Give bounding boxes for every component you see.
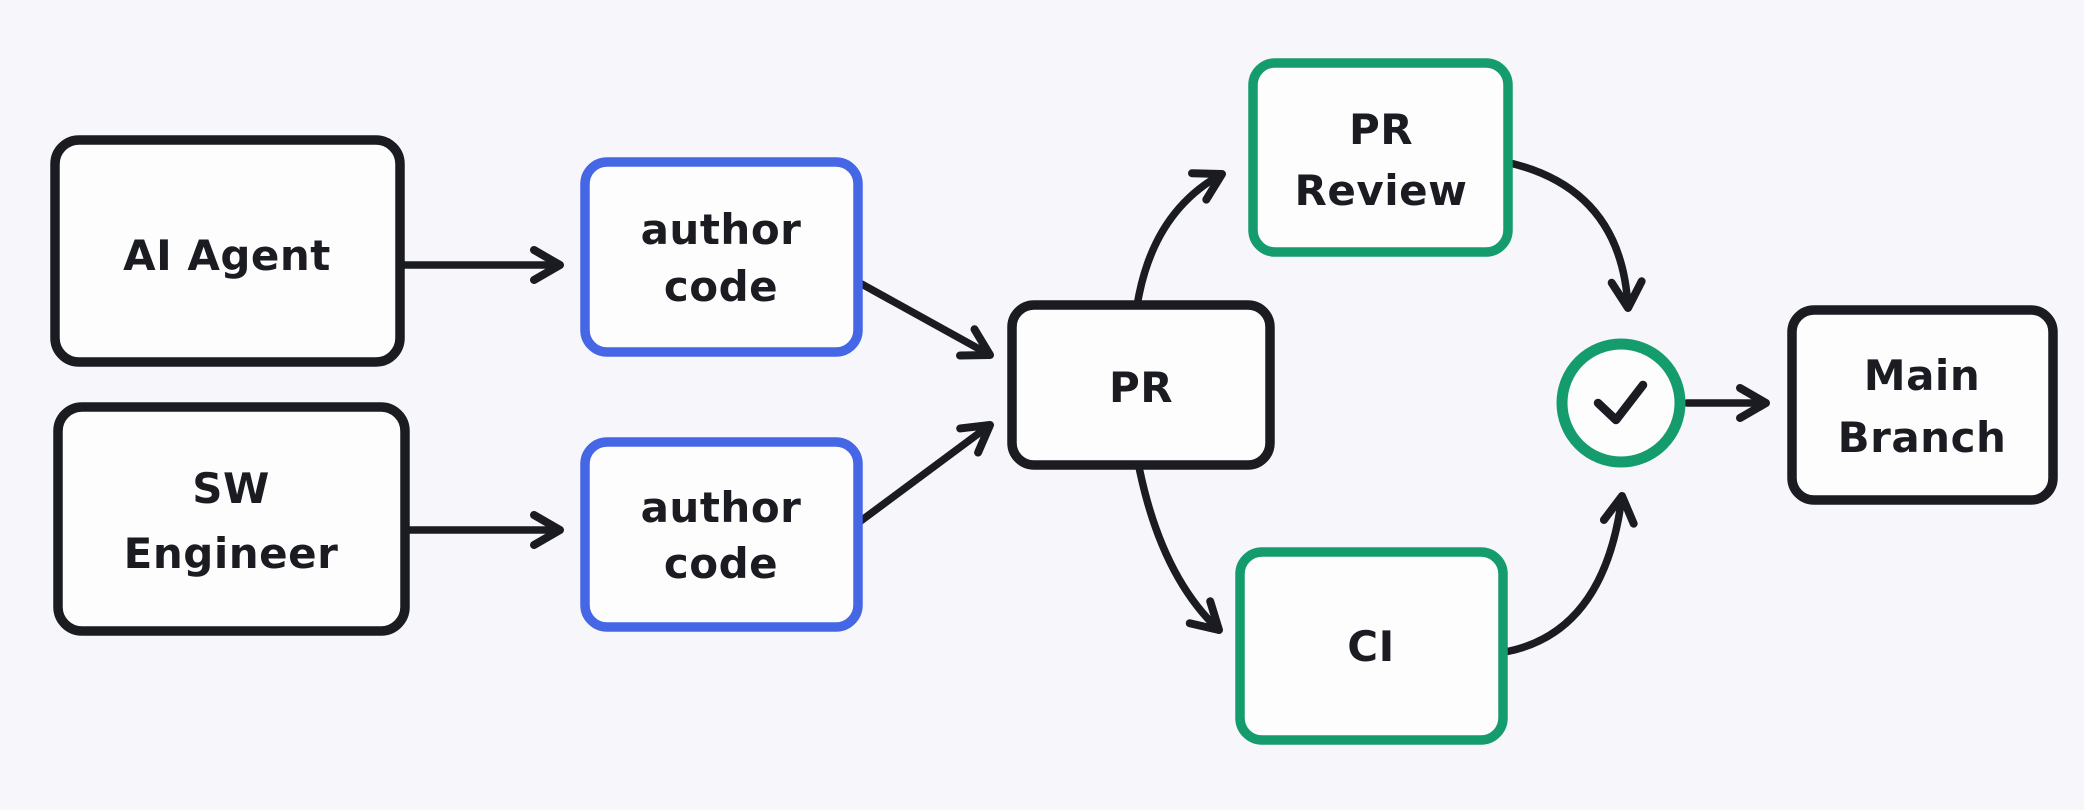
edge-pr-to-ci (1134, 458, 1223, 634)
node-pr: PR (1007, 300, 1275, 470)
node-approval-check (1556, 338, 1686, 468)
ci-box (1235, 547, 1508, 745)
author-code-engineer-label-line2: code (664, 539, 778, 588)
pr-review-box (1248, 58, 1513, 257)
node-author-code-engineer: author code (580, 437, 863, 632)
node-ai-agent: AI Agent (50, 135, 405, 367)
node-author-code-agent: author code (580, 157, 863, 357)
node-pr-review: PR Review (1248, 58, 1513, 257)
edge-pr-review-to-check (1506, 159, 1646, 312)
main-branch-label-line2: Branch (1838, 413, 2007, 462)
node-ci: CI (1235, 547, 1508, 745)
node-sw-engineer: SW Engineer (53, 402, 410, 636)
edge-pr-to-pr-review (1133, 169, 1226, 310)
pr-review-label-line2: Review (1295, 166, 1468, 215)
sw-engineer-label-line1: SW (192, 464, 270, 513)
author-code-agent-label-line2: code (664, 262, 778, 311)
ai-agent-box (50, 135, 405, 367)
pr-label: PR (1109, 363, 1173, 412)
ai-agent-label: AI Agent (123, 231, 331, 280)
main-branch-label-line1: Main (1864, 351, 1980, 400)
sw-engineer-label-line2: Engineer (124, 529, 339, 578)
edge-layer (396, 159, 1770, 656)
edge-ci-to-check (1501, 492, 1638, 656)
author-code-engineer-label-line1: author (641, 483, 802, 532)
ci-label: CI (1347, 622, 1394, 671)
edge-author-code-engineer-to-pr (854, 421, 994, 527)
pr-review-label-line1: PR (1349, 105, 1413, 154)
check-icon (1593, 380, 1648, 425)
author-code-agent-box (580, 157, 863, 357)
author-code-agent-label-line1: author (641, 205, 802, 254)
approval-check-circle (1556, 338, 1686, 468)
main-branch-box (1787, 305, 2058, 505)
sw-engineer-box (53, 402, 410, 636)
edge-author-code-agent-to-pr (854, 278, 994, 360)
author-code-engineer-box (580, 437, 863, 632)
node-main-branch: Main Branch (1787, 305, 2058, 505)
pr-box (1007, 300, 1275, 470)
